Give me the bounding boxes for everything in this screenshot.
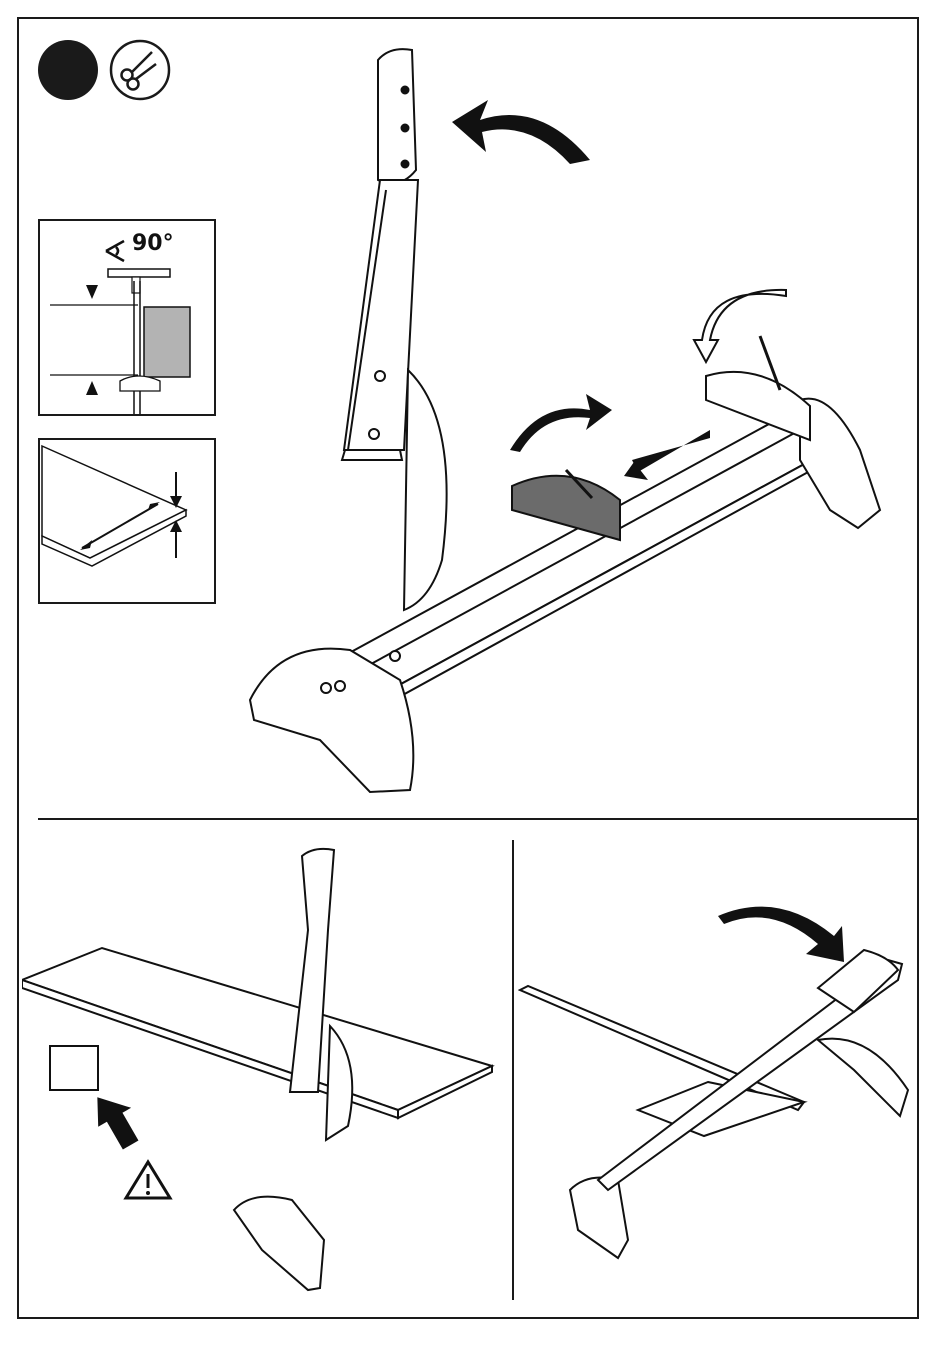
warning-icon bbox=[126, 1162, 170, 1198]
horizontal-divider bbox=[38, 818, 918, 820]
front-stop bbox=[512, 470, 620, 540]
place-board-illustration bbox=[22, 840, 508, 1302]
step-badge bbox=[36, 38, 100, 102]
inset-board-thickness bbox=[38, 438, 216, 604]
square-check-drawing bbox=[40, 221, 214, 414]
rotate-back-arrow bbox=[694, 290, 786, 362]
board-thickness-icon bbox=[40, 440, 214, 602]
inset-square-check: 90° bbox=[38, 219, 216, 416]
right-foot bbox=[800, 399, 880, 528]
press-down-arrow bbox=[718, 907, 844, 962]
rotate-stop-arrow bbox=[510, 394, 612, 452]
vertical-divider bbox=[512, 840, 514, 1300]
lift-handle-arrow bbox=[452, 100, 590, 164]
scissors-icon bbox=[108, 38, 172, 102]
rear-stop bbox=[706, 336, 810, 440]
cut-board-illustration bbox=[518, 840, 918, 1302]
adjust-stops-illustration bbox=[240, 40, 900, 800]
angle-icon bbox=[106, 241, 124, 261]
angle-label: 90° bbox=[132, 231, 174, 256]
saw-blade bbox=[404, 370, 447, 610]
